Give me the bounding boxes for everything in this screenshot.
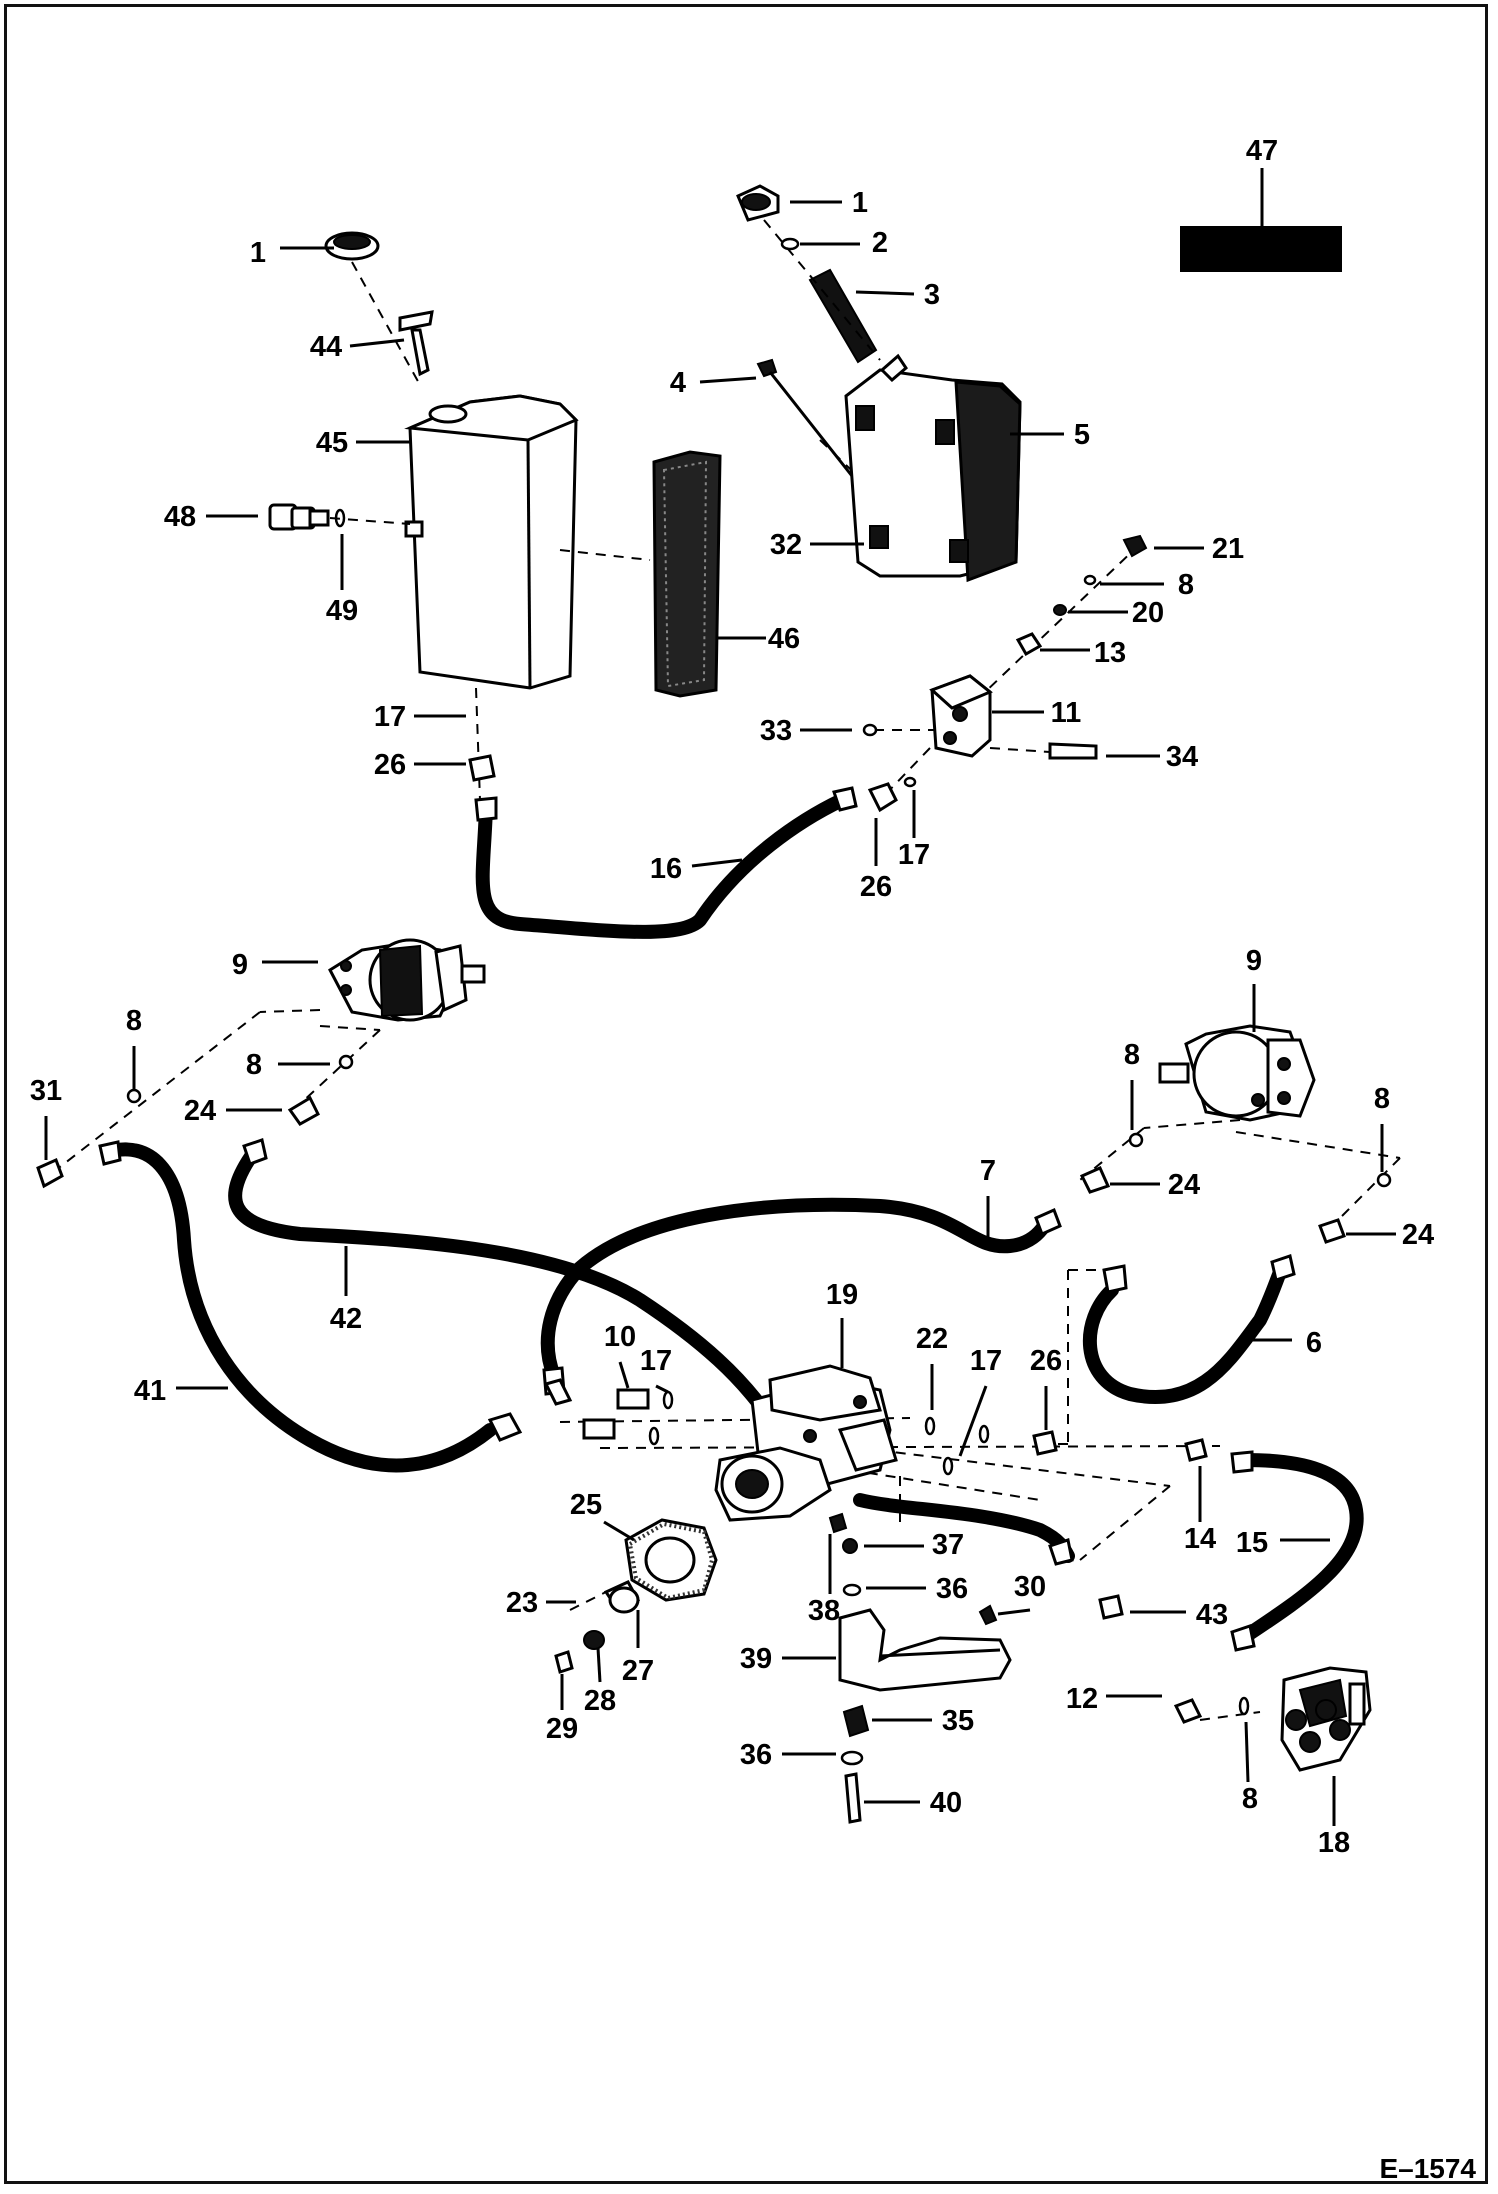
callout-c23: 23 xyxy=(506,1587,538,1619)
figure-code: E–1574 xyxy=(1379,2153,1476,2184)
part-47-block xyxy=(1180,168,1342,272)
callout-c44: 44 xyxy=(310,331,342,363)
pump-fittings xyxy=(543,1378,1208,1476)
callout-c31: 31 xyxy=(30,1075,62,1107)
callout-c9a: 9 xyxy=(232,949,248,981)
callout-c7: 7 xyxy=(980,1155,996,1187)
callout-c2: 2 xyxy=(872,227,888,259)
callout-c38: 38 xyxy=(808,1595,840,1627)
callout-c4: 4 xyxy=(670,367,686,399)
leader-c3 xyxy=(855,290,915,296)
callout-c47: 47 xyxy=(1246,135,1278,167)
callout-c28: 28 xyxy=(584,1685,616,1717)
hose-15 xyxy=(1230,1450,1364,1652)
callout-c40: 40 xyxy=(930,1787,962,1819)
callout-c9b: 9 xyxy=(1246,945,1262,977)
callout-c10: 10 xyxy=(604,1321,636,1353)
leader-c28 xyxy=(596,1647,602,1683)
callout-c17d: 17 xyxy=(640,1345,672,1377)
callout-c29: 29 xyxy=(546,1713,578,1745)
callout-c17a: 17 xyxy=(374,701,406,733)
callout-c26b: 26 xyxy=(860,871,892,903)
hose-43 xyxy=(853,1493,1124,1620)
leader-lines xyxy=(44,200,1396,1826)
callout-c22: 22 xyxy=(916,1323,948,1355)
valve-block-11 xyxy=(862,534,1148,813)
callout-c11: 11 xyxy=(1051,697,1082,729)
callout-c8d: 8 xyxy=(1124,1039,1140,1071)
leader-c30 xyxy=(997,1608,1031,1616)
callout-c13: 13 xyxy=(1094,637,1126,669)
hose-42 xyxy=(228,1138,763,1407)
callout-c35: 35 xyxy=(942,1705,974,1737)
callout-c8b: 8 xyxy=(126,1005,142,1037)
callout-c24c: 24 xyxy=(1402,1219,1434,1251)
cooler-housing-5 xyxy=(736,184,1022,583)
callout-c15: 15 xyxy=(1236,1527,1268,1559)
leader-c10 xyxy=(618,1361,630,1389)
hose-6 xyxy=(1082,1254,1296,1405)
callout-c30: 30 xyxy=(1014,1571,1046,1603)
callout-c27: 27 xyxy=(622,1655,654,1687)
reservoir-tank-45 xyxy=(324,231,651,801)
callout-c17c: 17 xyxy=(970,1345,1002,1377)
callout-c16: 16 xyxy=(650,853,682,885)
leader-c8f xyxy=(1244,1721,1250,1783)
callout-c46: 46 xyxy=(768,623,800,655)
callout-c1a: 1 xyxy=(250,237,266,269)
fittings-motors xyxy=(36,1054,1392,1244)
callout-labels: 4714445484917261612345324621820131133341… xyxy=(30,135,1434,1859)
callout-c26a: 26 xyxy=(374,749,406,781)
callout-c26c: 26 xyxy=(1030,1345,1062,1377)
hose-41 xyxy=(98,1140,523,1473)
callout-c6: 6 xyxy=(1306,1327,1322,1359)
callout-c21: 21 xyxy=(1212,533,1244,565)
leader-c16 xyxy=(691,858,743,868)
leader-c17d xyxy=(655,1384,669,1394)
bracket-39 xyxy=(828,1512,1012,1824)
callout-c43: 43 xyxy=(1196,1599,1228,1631)
callout-c8f: 8 xyxy=(1242,1783,1258,1815)
leader-c4 xyxy=(699,376,757,384)
callout-c36b: 36 xyxy=(740,1739,772,1771)
filter-element-46 xyxy=(652,450,722,698)
callout-c24a: 24 xyxy=(184,1095,216,1127)
callout-c14: 14 xyxy=(1184,1523,1216,1555)
fitting-48 xyxy=(268,503,411,531)
callout-c36a: 36 xyxy=(936,1573,968,1605)
motor-9-left xyxy=(328,938,486,1022)
leader-c25 xyxy=(603,1520,635,1542)
hose-16 xyxy=(468,754,858,939)
callout-c42: 42 xyxy=(330,1303,362,1335)
callout-c1b: 1 xyxy=(852,187,868,219)
callout-c18: 18 xyxy=(1318,1827,1350,1859)
callout-c45: 45 xyxy=(316,427,348,459)
callout-c19: 19 xyxy=(826,1279,858,1311)
callout-c48: 48 xyxy=(164,501,196,533)
callout-c24b: 24 xyxy=(1168,1169,1200,1201)
callout-c3: 3 xyxy=(924,279,940,311)
callout-c17b: 17 xyxy=(898,839,930,871)
callout-c12: 12 xyxy=(1066,1683,1098,1715)
motor-9-right xyxy=(1158,1024,1316,1122)
callout-c20: 20 xyxy=(1132,597,1164,629)
callout-c37: 37 xyxy=(932,1529,964,1561)
callout-c5: 5 xyxy=(1074,419,1090,451)
pump-19 xyxy=(714,1364,898,1522)
callout-c8c: 8 xyxy=(246,1049,262,1081)
callout-c8a: 8 xyxy=(1178,569,1194,601)
callout-c8e: 8 xyxy=(1374,1083,1390,1115)
leader-c17c xyxy=(958,1385,988,1457)
callout-c39: 39 xyxy=(740,1643,772,1675)
callout-c33: 33 xyxy=(760,715,792,747)
callout-c32: 32 xyxy=(770,529,802,561)
leader-c44 xyxy=(349,338,405,348)
adapter-25 xyxy=(554,1518,718,1674)
valve-18 xyxy=(1173,1666,1372,1772)
callout-c34: 34 xyxy=(1166,741,1198,773)
callout-c41: 41 xyxy=(134,1375,166,1407)
callout-c25: 25 xyxy=(570,1489,602,1521)
callout-c49: 49 xyxy=(326,595,358,627)
